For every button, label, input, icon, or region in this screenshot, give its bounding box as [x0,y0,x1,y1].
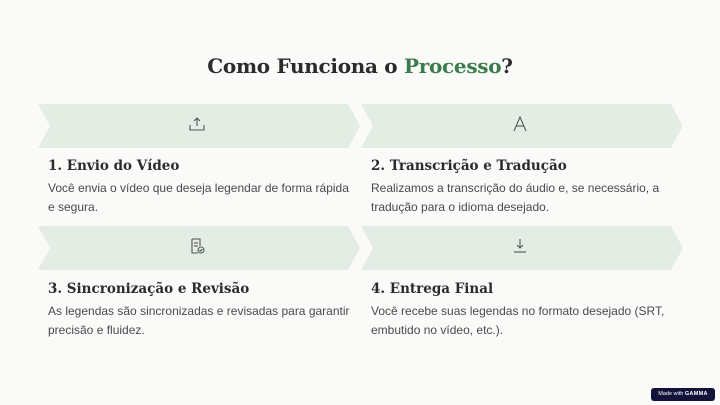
step-3-banner [38,226,360,270]
step-2-description: Realizamos a transcrição do áudio e, se … [371,181,660,214]
step-2-banner [361,104,683,148]
upload-icon [188,115,210,137]
download-icon [511,237,533,259]
chevron-shape [361,226,683,270]
step-4-description: Você recebe suas legendas no formato des… [371,304,665,337]
chevron-shape [38,104,360,148]
step-1-title: 1. Envio do Vídeo [48,158,180,174]
step-4-title: 4. Entrega Final [371,281,494,297]
made-with-gamma-badge[interactable]: Made with GAMMA [651,388,715,401]
step-1-banner [38,104,360,148]
step-3-description: As legendas são sincronizadas e revisada… [48,304,350,337]
title-accent: Processo [404,54,502,78]
badge-made-with: Made with [658,391,684,397]
step-2-title: 2. Transcrição e Tradução [371,158,567,174]
badge-brand: GAMMA [684,391,708,397]
page-title: Como Funciona o Processo? [0,54,720,78]
text-icon [511,115,533,137]
step-3-title: 3. Sincronização e Revisão [48,281,250,297]
title-prefix: Como Funciona o [207,54,405,78]
step-1-description: Você envia o vídeo que deseja legendar d… [48,181,349,214]
document-check-icon [188,237,210,259]
step-4-banner [361,226,683,270]
title-suffix: ? [501,54,513,78]
